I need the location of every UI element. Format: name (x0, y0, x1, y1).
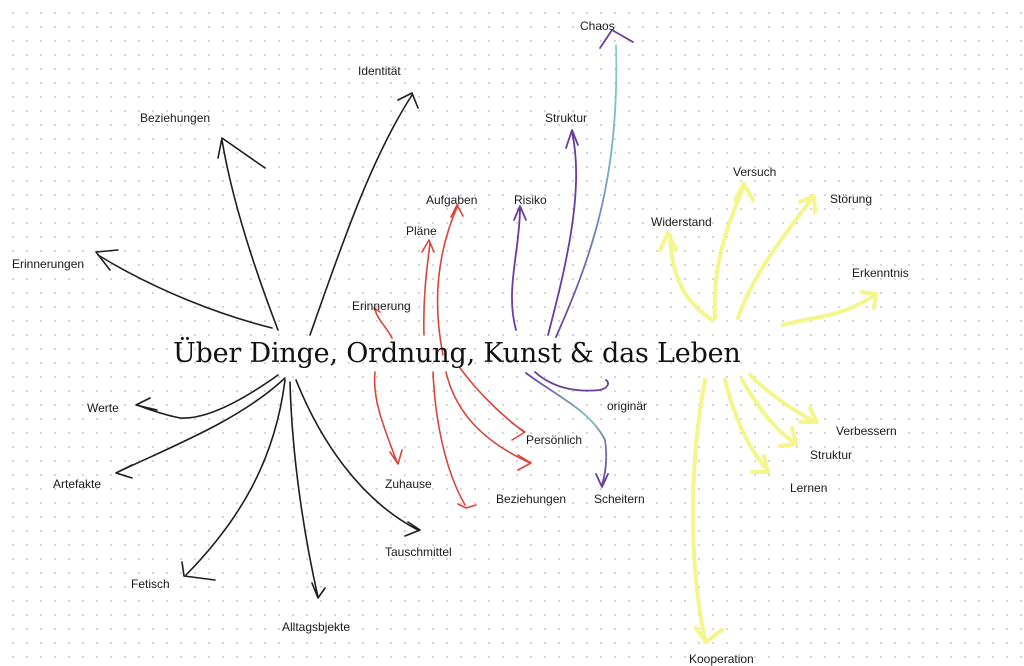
label-originaer: originär (607, 399, 648, 413)
black-branch (95, 92, 421, 599)
arrow-struktur-lila (547, 129, 579, 336)
arrow-identitaet (309, 92, 419, 336)
label-erkenntnis: Erkenntnis (852, 266, 909, 280)
label-fetisch: Fetisch (131, 577, 170, 591)
arrow-erkenntnis (781, 290, 878, 327)
label-plaene: Pläne (406, 224, 437, 238)
red-branch (373, 204, 532, 509)
label-persoenlich: Persönlich (526, 433, 583, 447)
label-lernen: Lernen (790, 481, 828, 495)
label-tauschmittel: Tauschmittel (385, 545, 452, 559)
label-chaos: Chaos (580, 19, 615, 33)
arrow-stoerung (736, 194, 817, 320)
label-beziehungen-rot: Beziehungen (496, 492, 567, 506)
arrow-scheitern (525, 372, 608, 486)
arrow-struktur-gelb (740, 378, 798, 448)
label-scheitern: Scheitern (594, 492, 645, 506)
mindmap-title: Über Dinge, Ordnung, Kunst & das Leben (173, 338, 741, 369)
label-alltagsbjekte: Alltagsbjekte (282, 620, 351, 634)
label-werte: Werte (87, 401, 119, 415)
arrow-scheitern-head (595, 473, 609, 488)
label-aufgaben: Aufgaben (426, 193, 478, 207)
arrow-persoenlich-b (459, 367, 526, 441)
arrow-artefakte (115, 377, 286, 479)
label-zuhause: Zuhause (385, 477, 432, 491)
arrow-tauschmittel (295, 379, 421, 537)
label-versuch: Versuch (733, 165, 777, 179)
arrow-zuhause (373, 371, 403, 465)
arrow-plaene (421, 239, 435, 336)
yellow-branch (658, 182, 878, 644)
arrow-erinnerungen (95, 249, 273, 329)
arrow-fetisch (181, 379, 286, 581)
label-erinnerungen: Erinnerungen (12, 257, 85, 271)
arrow-werte (135, 374, 279, 419)
arrow-originaer (534, 371, 609, 392)
label-widerstand: Widerstand (651, 215, 712, 229)
label-kooperation: Kooperation (689, 652, 754, 666)
label-artefakte: Artefakte (53, 477, 102, 491)
arrow-alltagsobjekte (289, 381, 326, 599)
label-beziehungen: Beziehungen (140, 111, 211, 125)
label-verbessern: Verbessern (836, 424, 897, 438)
label-struktur-lila: Struktur (545, 111, 588, 125)
arrow-chaos-head (599, 29, 634, 49)
arrow-verbessern (748, 373, 819, 424)
arrow-erinnerung (373, 307, 393, 339)
arrow-kooperation (690, 378, 724, 644)
label-risiko: Risiko (514, 193, 547, 207)
label-stoerung: Störung (830, 192, 873, 206)
arrow-chaos (555, 44, 618, 338)
purple-branch (511, 29, 634, 488)
label-erinnerung: Erinnerung (352, 299, 411, 313)
arrow-beziehungen (217, 137, 279, 331)
arrow-widerstand (658, 231, 714, 322)
arrow-persoenlich (445, 371, 532, 471)
arrow-aufgaben (436, 204, 464, 356)
label-identitaet: Identität (358, 64, 401, 78)
arrow-risiko (511, 205, 527, 331)
label-struktur-gelb: Struktur (810, 448, 853, 462)
arrow-versuch (712, 182, 755, 320)
arrow-beziehungen-rot (432, 371, 477, 509)
arrow-lernen (723, 378, 770, 474)
